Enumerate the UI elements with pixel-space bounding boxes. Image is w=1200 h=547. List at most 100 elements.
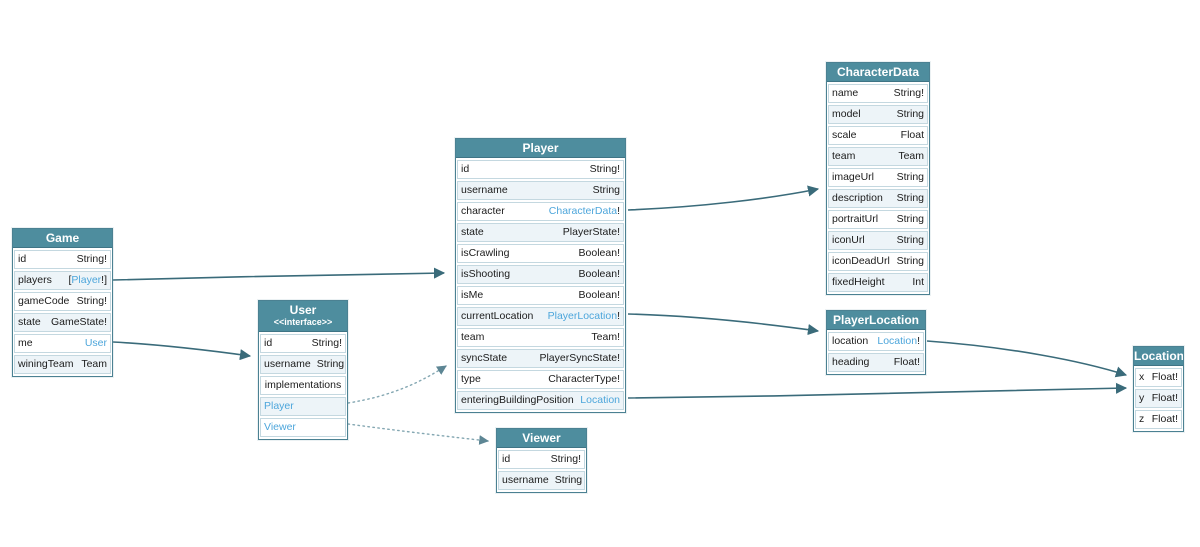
field-type: Float! bbox=[1152, 411, 1178, 428]
field-name: iconUrl bbox=[832, 234, 865, 246]
field-type: Boolean! bbox=[579, 245, 620, 262]
field-type: Float! bbox=[1152, 369, 1178, 386]
type-text: Float! bbox=[1151, 392, 1178, 404]
type-text: Boolean! bbox=[578, 289, 620, 301]
entity-header-game[interactable]: Game bbox=[13, 229, 112, 248]
type-text: String bbox=[896, 255, 924, 267]
field-name: type bbox=[461, 373, 481, 385]
field-row-x[interactable]: x Float! bbox=[1135, 368, 1182, 387]
field-type: Team bbox=[81, 356, 107, 373]
field-name: x bbox=[1139, 371, 1145, 383]
field-type: String bbox=[897, 169, 924, 186]
field-name: me bbox=[18, 337, 33, 349]
field-name: heading bbox=[832, 356, 870, 368]
type-text: PlayerState! bbox=[562, 226, 620, 238]
type-text: Int bbox=[912, 276, 924, 288]
field-type: Float! bbox=[894, 354, 920, 371]
type-text: String bbox=[896, 171, 924, 183]
field-name: z bbox=[1139, 413, 1145, 425]
type-link[interactable]: Player bbox=[71, 274, 102, 286]
implementation-link-player[interactable]: Player bbox=[260, 397, 346, 416]
field-type: String! bbox=[312, 335, 342, 352]
entity-title: PlayerLocation bbox=[832, 313, 920, 327]
field-row-players[interactable]: players[Player!] bbox=[14, 271, 111, 290]
type-link[interactable]: CharacterData bbox=[548, 205, 618, 217]
entity-header-playerlocation[interactable]: PlayerLocation bbox=[827, 311, 925, 330]
field-type: String bbox=[897, 106, 924, 123]
field-row-scale[interactable]: scale Float bbox=[828, 126, 928, 145]
type-text: Team bbox=[81, 358, 107, 370]
field-type: Boolean! bbox=[579, 287, 620, 304]
field-name: iconDeadUrl bbox=[832, 255, 890, 267]
edge-user-viewer-implementation-to-viewer bbox=[347, 423, 489, 445]
edge-user-player-implementation-to-player bbox=[347, 365, 447, 404]
type-text: CharacterType! bbox=[548, 373, 620, 385]
field-row-iconDeadUrl[interactable]: iconDeadUrl String bbox=[828, 252, 928, 271]
field-row-z[interactable]: z Float! bbox=[1135, 410, 1182, 429]
field-row-heading[interactable]: heading Float! bbox=[828, 353, 924, 372]
field-name: scale bbox=[832, 129, 857, 141]
type-link[interactable]: User bbox=[84, 337, 107, 349]
type-text: ! bbox=[617, 205, 620, 217]
type-link[interactable]: Location bbox=[877, 335, 918, 347]
field-name: isShooting bbox=[461, 268, 511, 280]
field-name: team bbox=[461, 331, 485, 343]
type-text: String! bbox=[589, 163, 620, 175]
implementation-link-viewer[interactable]: Viewer bbox=[260, 418, 346, 437]
field-name: id bbox=[18, 253, 27, 265]
type-text: String bbox=[896, 213, 924, 225]
field-row-type[interactable]: type CharacterType! bbox=[457, 370, 624, 389]
entity-header-viewer[interactable]: Viewer bbox=[497, 429, 586, 448]
type-link[interactable]: PlayerLocation bbox=[547, 310, 618, 322]
field-row-fixedHeight[interactable]: fixedHeight Int bbox=[828, 273, 928, 292]
field-name: team bbox=[832, 150, 856, 162]
entity-header-location[interactable]: Location bbox=[1134, 347, 1183, 366]
field-row-me[interactable]: me User bbox=[14, 334, 111, 353]
field-type: String bbox=[555, 472, 582, 489]
field-type: PlayerState! bbox=[563, 224, 620, 241]
type-text: Float! bbox=[1151, 413, 1178, 425]
type-text: Float bbox=[900, 129, 924, 141]
type-text: String bbox=[592, 184, 620, 196]
field-name: imageUrl bbox=[832, 171, 875, 183]
field-name: fixedHeight bbox=[832, 276, 885, 288]
entity-header-user[interactable]: User<<interface>> bbox=[259, 301, 347, 332]
entity-header-characterdata[interactable]: CharacterData bbox=[827, 63, 929, 82]
field-row-imageUrl[interactable]: imageUrl String bbox=[828, 168, 928, 187]
type-link[interactable]: Location bbox=[580, 394, 620, 406]
field-name: name bbox=[832, 87, 859, 99]
field-name: syncState bbox=[461, 352, 508, 364]
edge-player-enteringbuildingposition-to-location bbox=[627, 382, 1128, 399]
entity-header-player[interactable]: Player bbox=[456, 139, 625, 158]
